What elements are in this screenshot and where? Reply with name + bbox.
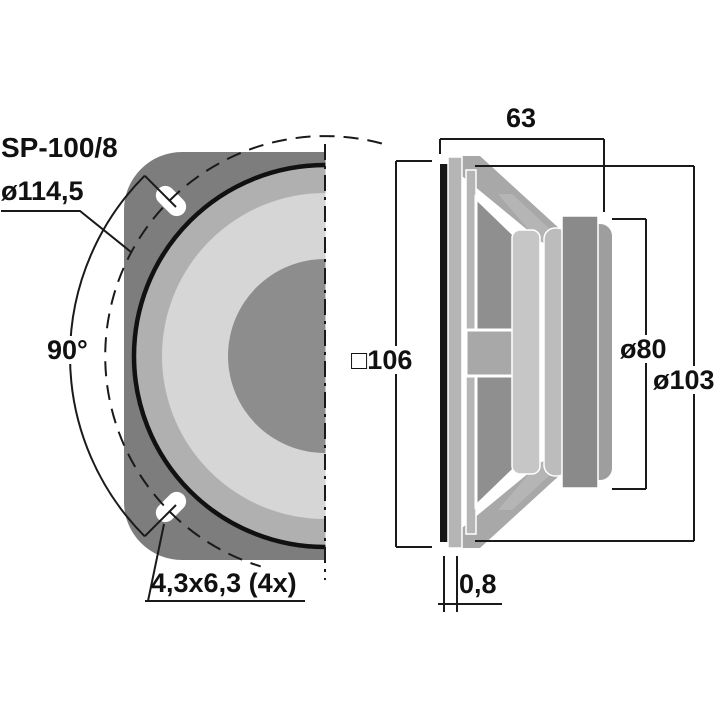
front-view xyxy=(1,135,383,602)
frame-square-dim-label: □106 xyxy=(348,346,416,374)
hole-angle-dim-label: 90° xyxy=(44,336,91,364)
gasket-dim-label: 0,8 xyxy=(459,569,497,599)
dim-line-gasket-08 xyxy=(438,556,502,612)
model-title: SP-100/8 xyxy=(1,132,118,163)
cone-edge-bottom xyxy=(498,461,552,510)
angle-arc-ticks xyxy=(143,174,177,538)
magnet xyxy=(561,215,599,489)
voice-coil-former xyxy=(511,229,541,475)
gasket-section xyxy=(440,164,448,542)
dust-cap xyxy=(228,259,326,453)
magnet-dim-label: ø80 xyxy=(617,335,670,363)
frame-flange-section xyxy=(447,156,463,549)
cone-edge-top xyxy=(498,194,552,243)
hole-slot-leader-line xyxy=(145,523,305,602)
side-view xyxy=(395,138,695,612)
basket-dim-label: ø103 xyxy=(650,366,718,394)
bolt-circle-dashed-arc xyxy=(104,135,383,568)
bolt-circle-dim-label: ø114,5 xyxy=(1,176,84,206)
hole-slot-dim-label: 4,3x6,3 (4x) xyxy=(151,568,297,598)
bolt-circle-leader-line xyxy=(1,210,132,253)
dim-line-depth-63 xyxy=(439,138,605,212)
depth-dim-label: 63 xyxy=(506,103,537,133)
mounting-hole-bottom xyxy=(155,491,187,523)
dim-line-basket-103 xyxy=(475,165,695,542)
